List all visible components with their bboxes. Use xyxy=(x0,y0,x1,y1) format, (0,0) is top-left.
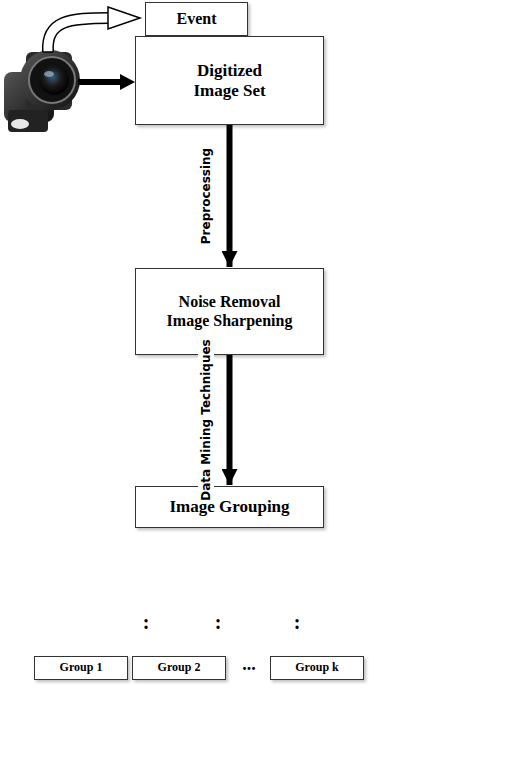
hollow-arrow xyxy=(43,7,140,52)
group-box: Group k xyxy=(270,656,364,680)
edge-label: Data Mining Techniques xyxy=(198,336,214,504)
node-text: Image Grouping xyxy=(169,497,289,517)
flow-arrow xyxy=(227,355,233,485)
node-text: Noise Removal xyxy=(179,293,281,311)
capture-arrow xyxy=(78,74,135,90)
flow-arrow xyxy=(227,125,233,267)
edge-label: Preprocessing xyxy=(198,145,214,247)
node-text: Group 1 xyxy=(60,661,103,675)
process-box: Event xyxy=(145,2,248,36)
ellipsis: ... xyxy=(242,654,256,675)
node-text: Group 2 xyxy=(158,661,201,675)
group-box: Group 1 xyxy=(34,656,128,680)
node-text: Image Sharpening xyxy=(167,312,293,330)
node-text: Event xyxy=(177,10,217,28)
continuation-dots: : xyxy=(294,611,301,634)
process-box: Image Grouping xyxy=(135,486,324,528)
continuation-dots: : xyxy=(143,611,150,634)
node-text: Group k xyxy=(295,661,338,675)
continuation-dots: : xyxy=(215,611,222,634)
group-box: Group 2 xyxy=(132,656,226,680)
camera xyxy=(4,50,80,132)
node-text: Digitized Image Set xyxy=(175,61,285,100)
process-box: Digitized Image Set xyxy=(135,36,324,125)
process-box: Noise RemovalImage Sharpening xyxy=(135,268,324,355)
